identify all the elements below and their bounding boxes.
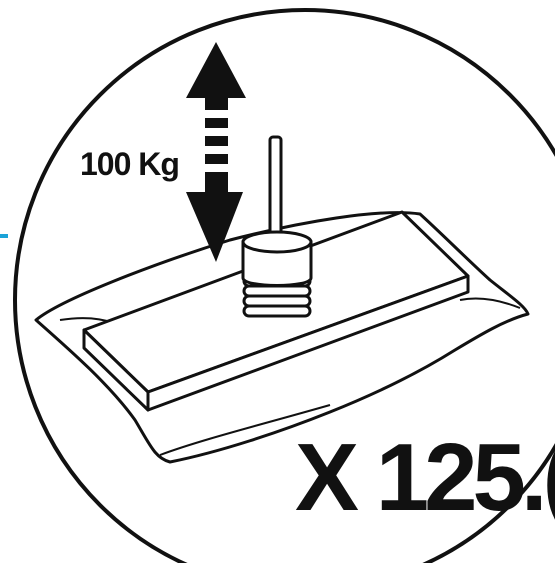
weight-stack-icon [241,135,313,318]
load-label: 100 Kg [80,146,179,182]
up-down-arrow-icon [186,42,246,262]
repetitions-label: X 125.( [295,424,555,531]
